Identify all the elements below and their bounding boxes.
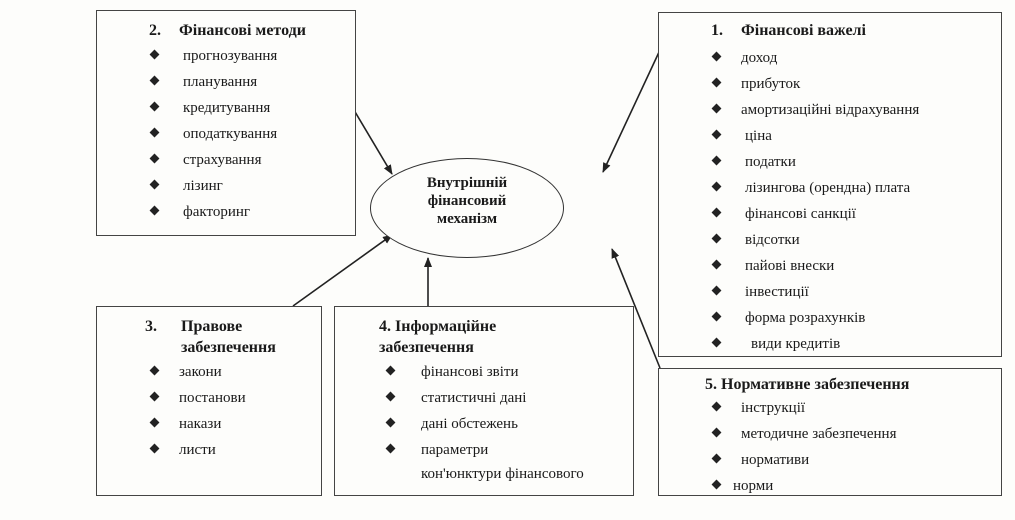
diamond-bullet-icon bbox=[711, 51, 722, 62]
diamond-bullet-icon bbox=[711, 427, 722, 438]
box-legal-support-title: 3.Правове bbox=[145, 318, 243, 335]
diamond-bullet-icon bbox=[711, 259, 722, 270]
box-financial-levers: 1.Фінансові важелі доход прибуток аморти… bbox=[658, 12, 1002, 357]
diamond-bullet-icon bbox=[385, 365, 396, 376]
diamond-bullet-icon bbox=[385, 443, 396, 454]
diamond-bullet-icon bbox=[711, 479, 722, 490]
diamond-bullet-icon bbox=[149, 127, 160, 138]
diamond-bullet-icon bbox=[711, 401, 722, 412]
box-financial-methods: 2.Фінансові методи прогнозування планува… bbox=[96, 10, 356, 236]
diamond-bullet-icon bbox=[385, 417, 396, 428]
diamond-bullet-icon bbox=[711, 311, 722, 322]
box-information-support-title-line2: забезпечення bbox=[379, 339, 474, 356]
diamond-bullet-icon bbox=[149, 75, 160, 86]
diamond-bullet-icon bbox=[711, 129, 722, 140]
box-normative-support-title: 5. Нормативне забезпечення bbox=[705, 376, 910, 393]
box-normative-support: 5. Нормативне забезпечення інструкції ме… bbox=[658, 368, 1002, 496]
diamond-bullet-icon bbox=[149, 391, 160, 402]
diamond-bullet-icon bbox=[149, 205, 160, 216]
diamond-bullet-icon bbox=[711, 453, 722, 464]
diamond-bullet-icon bbox=[711, 155, 722, 166]
arrow-levers-to-center bbox=[602, 49, 661, 173]
diamond-bullet-icon bbox=[149, 365, 160, 376]
box-financial-methods-title: 2.Фінансові методи bbox=[149, 22, 306, 39]
diamond-bullet-icon bbox=[149, 179, 160, 190]
diamond-bullet-icon bbox=[149, 153, 160, 164]
diamond-bullet-icon bbox=[711, 285, 722, 296]
diamond-bullet-icon bbox=[385, 391, 396, 402]
box-information-support: 4. Інформаційне забезпечення фінансові з… bbox=[334, 306, 634, 496]
diamond-bullet-icon bbox=[711, 103, 722, 114]
diamond-bullet-icon bbox=[149, 49, 160, 60]
box-legal-support: 3.Правове забезпечення закони постанови … bbox=[96, 306, 322, 496]
diamond-bullet-icon bbox=[711, 181, 722, 192]
diamond-bullet-icon bbox=[711, 77, 722, 88]
diamond-bullet-icon bbox=[149, 101, 160, 112]
box-legal-support-title-line2: забезпечення bbox=[181, 339, 276, 356]
diamond-bullet-icon bbox=[711, 337, 722, 348]
diamond-bullet-icon bbox=[711, 233, 722, 244]
box-information-support-title: 4. Інформаційне bbox=[379, 318, 497, 335]
internal-financial-mechanism-ellipse: Внутрішній фінансовий механізм bbox=[370, 158, 564, 258]
diamond-bullet-icon bbox=[711, 207, 722, 218]
center-label: Внутрішній фінансовий механізм bbox=[426, 175, 508, 227]
diamond-bullet-icon bbox=[149, 443, 160, 454]
box-financial-levers-title: 1.Фінансові важелі bbox=[711, 22, 866, 39]
arrow-legal-to-center bbox=[292, 234, 393, 307]
diamond-bullet-icon bbox=[149, 417, 160, 428]
